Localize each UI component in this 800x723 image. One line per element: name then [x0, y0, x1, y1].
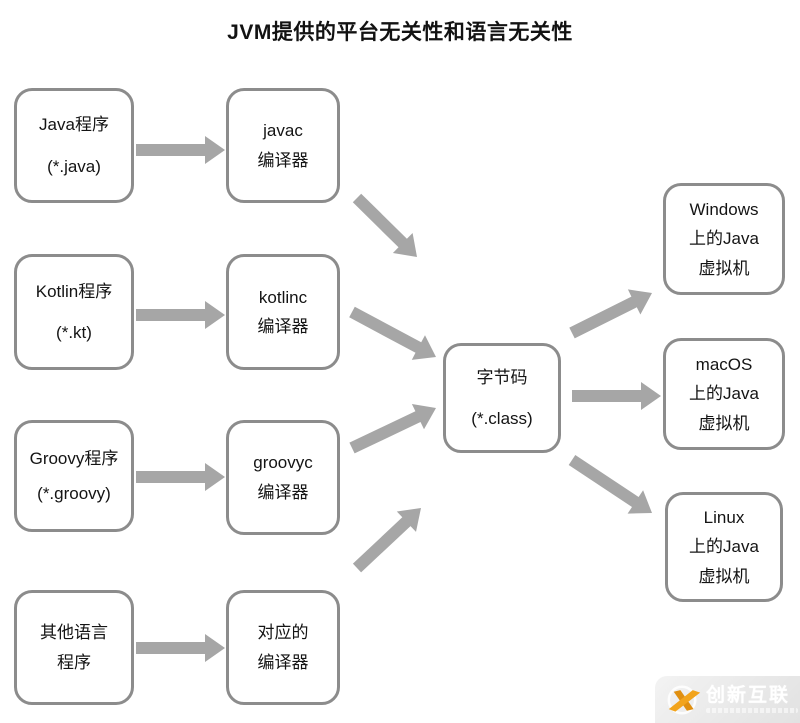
node-jvm-windows: Windows 上的Java 虚拟机 — [663, 183, 785, 295]
node-bytecode: 字节码 (*.class) — [443, 343, 561, 453]
arrow-groovy-source-to-groovyc — [136, 463, 225, 491]
node-groovy-source: Groovy程序 (*.groovy) — [14, 420, 134, 532]
arrow-other-source-to-other-compiler — [136, 634, 225, 662]
node-line: 编译器 — [257, 150, 309, 170]
node-line: kotlinc — [258, 287, 308, 307]
node-line: 字节码 — [476, 367, 528, 387]
arrow-kotlinc-to-bytecode — [349, 306, 436, 360]
diagram-title: JVM提供的平台无关性和语言无关性 — [227, 21, 573, 44]
arrow-bytecode-to-jvm-linux — [568, 455, 652, 514]
node-line: 上的Java — [689, 229, 759, 249]
node-line: javac — [263, 121, 303, 141]
arrow-javac-to-bytecode — [352, 193, 417, 257]
node-jvm-linux: Linux 上的Java 虚拟机 — [665, 492, 783, 602]
node-kotlinc-compiler: kotlinc 编译器 — [226, 254, 340, 370]
node-line: Groovy程序 — [29, 448, 119, 468]
watermark-subtext — [706, 708, 798, 713]
arrow-bytecode-to-jvm-windows — [569, 289, 652, 339]
node-line: 编译器 — [257, 482, 309, 502]
node-line: 其他语言 — [40, 623, 108, 643]
node-line: (*.groovy) — [37, 484, 111, 503]
node-line: 编译器 — [257, 317, 309, 336]
watermark: 创新互联 — [655, 676, 800, 723]
node-line: 编译器 — [257, 652, 309, 672]
node-line: Java程序 — [39, 115, 109, 135]
arrow-groovyc-to-bytecode — [349, 404, 436, 454]
node-other-source: 其他语言 程序 — [14, 590, 134, 705]
arrow-java-source-to-javac — [136, 136, 225, 164]
node-line: 上的Java — [689, 384, 759, 404]
x-swoosh-icon — [667, 685, 701, 714]
node-line: 虚拟机 — [698, 258, 750, 278]
node-line: (*.class) — [471, 409, 533, 428]
node-kotlin-source: Kotlin程序 (*.kt) — [14, 254, 134, 370]
node-other-compiler: 对应的 编译器 — [226, 590, 340, 705]
node-line: (*.kt) — [56, 323, 92, 342]
node-line: 虚拟机 — [698, 413, 750, 433]
node-line: Linux — [703, 508, 745, 528]
node-line: 上的Java — [689, 537, 759, 557]
arrow-other-compiler-to-bytecode — [352, 508, 421, 573]
node-line: 虚拟机 — [698, 566, 750, 586]
node-javac-compiler: javac 编译器 — [226, 88, 340, 203]
node-line: groovyc — [253, 453, 313, 473]
node-line: Kotlin程序 — [35, 281, 113, 301]
watermark-text: 创新互联 — [706, 685, 791, 706]
node-line: Windows — [689, 200, 759, 220]
node-line: 程序 — [57, 652, 91, 672]
arrow-bytecode-to-jvm-macos — [572, 382, 661, 410]
node-line: macOS — [695, 355, 753, 375]
node-line: (*.java) — [47, 156, 101, 176]
node-line: 对应的 — [257, 623, 309, 643]
node-java-source: Java程序 (*.java) — [14, 88, 134, 203]
arrow-kotlin-source-to-kotlinc — [136, 301, 225, 329]
node-jvm-macos: macOS 上的Java 虚拟机 — [663, 338, 785, 450]
node-groovyc-compiler: groovyc 编译器 — [226, 420, 340, 535]
